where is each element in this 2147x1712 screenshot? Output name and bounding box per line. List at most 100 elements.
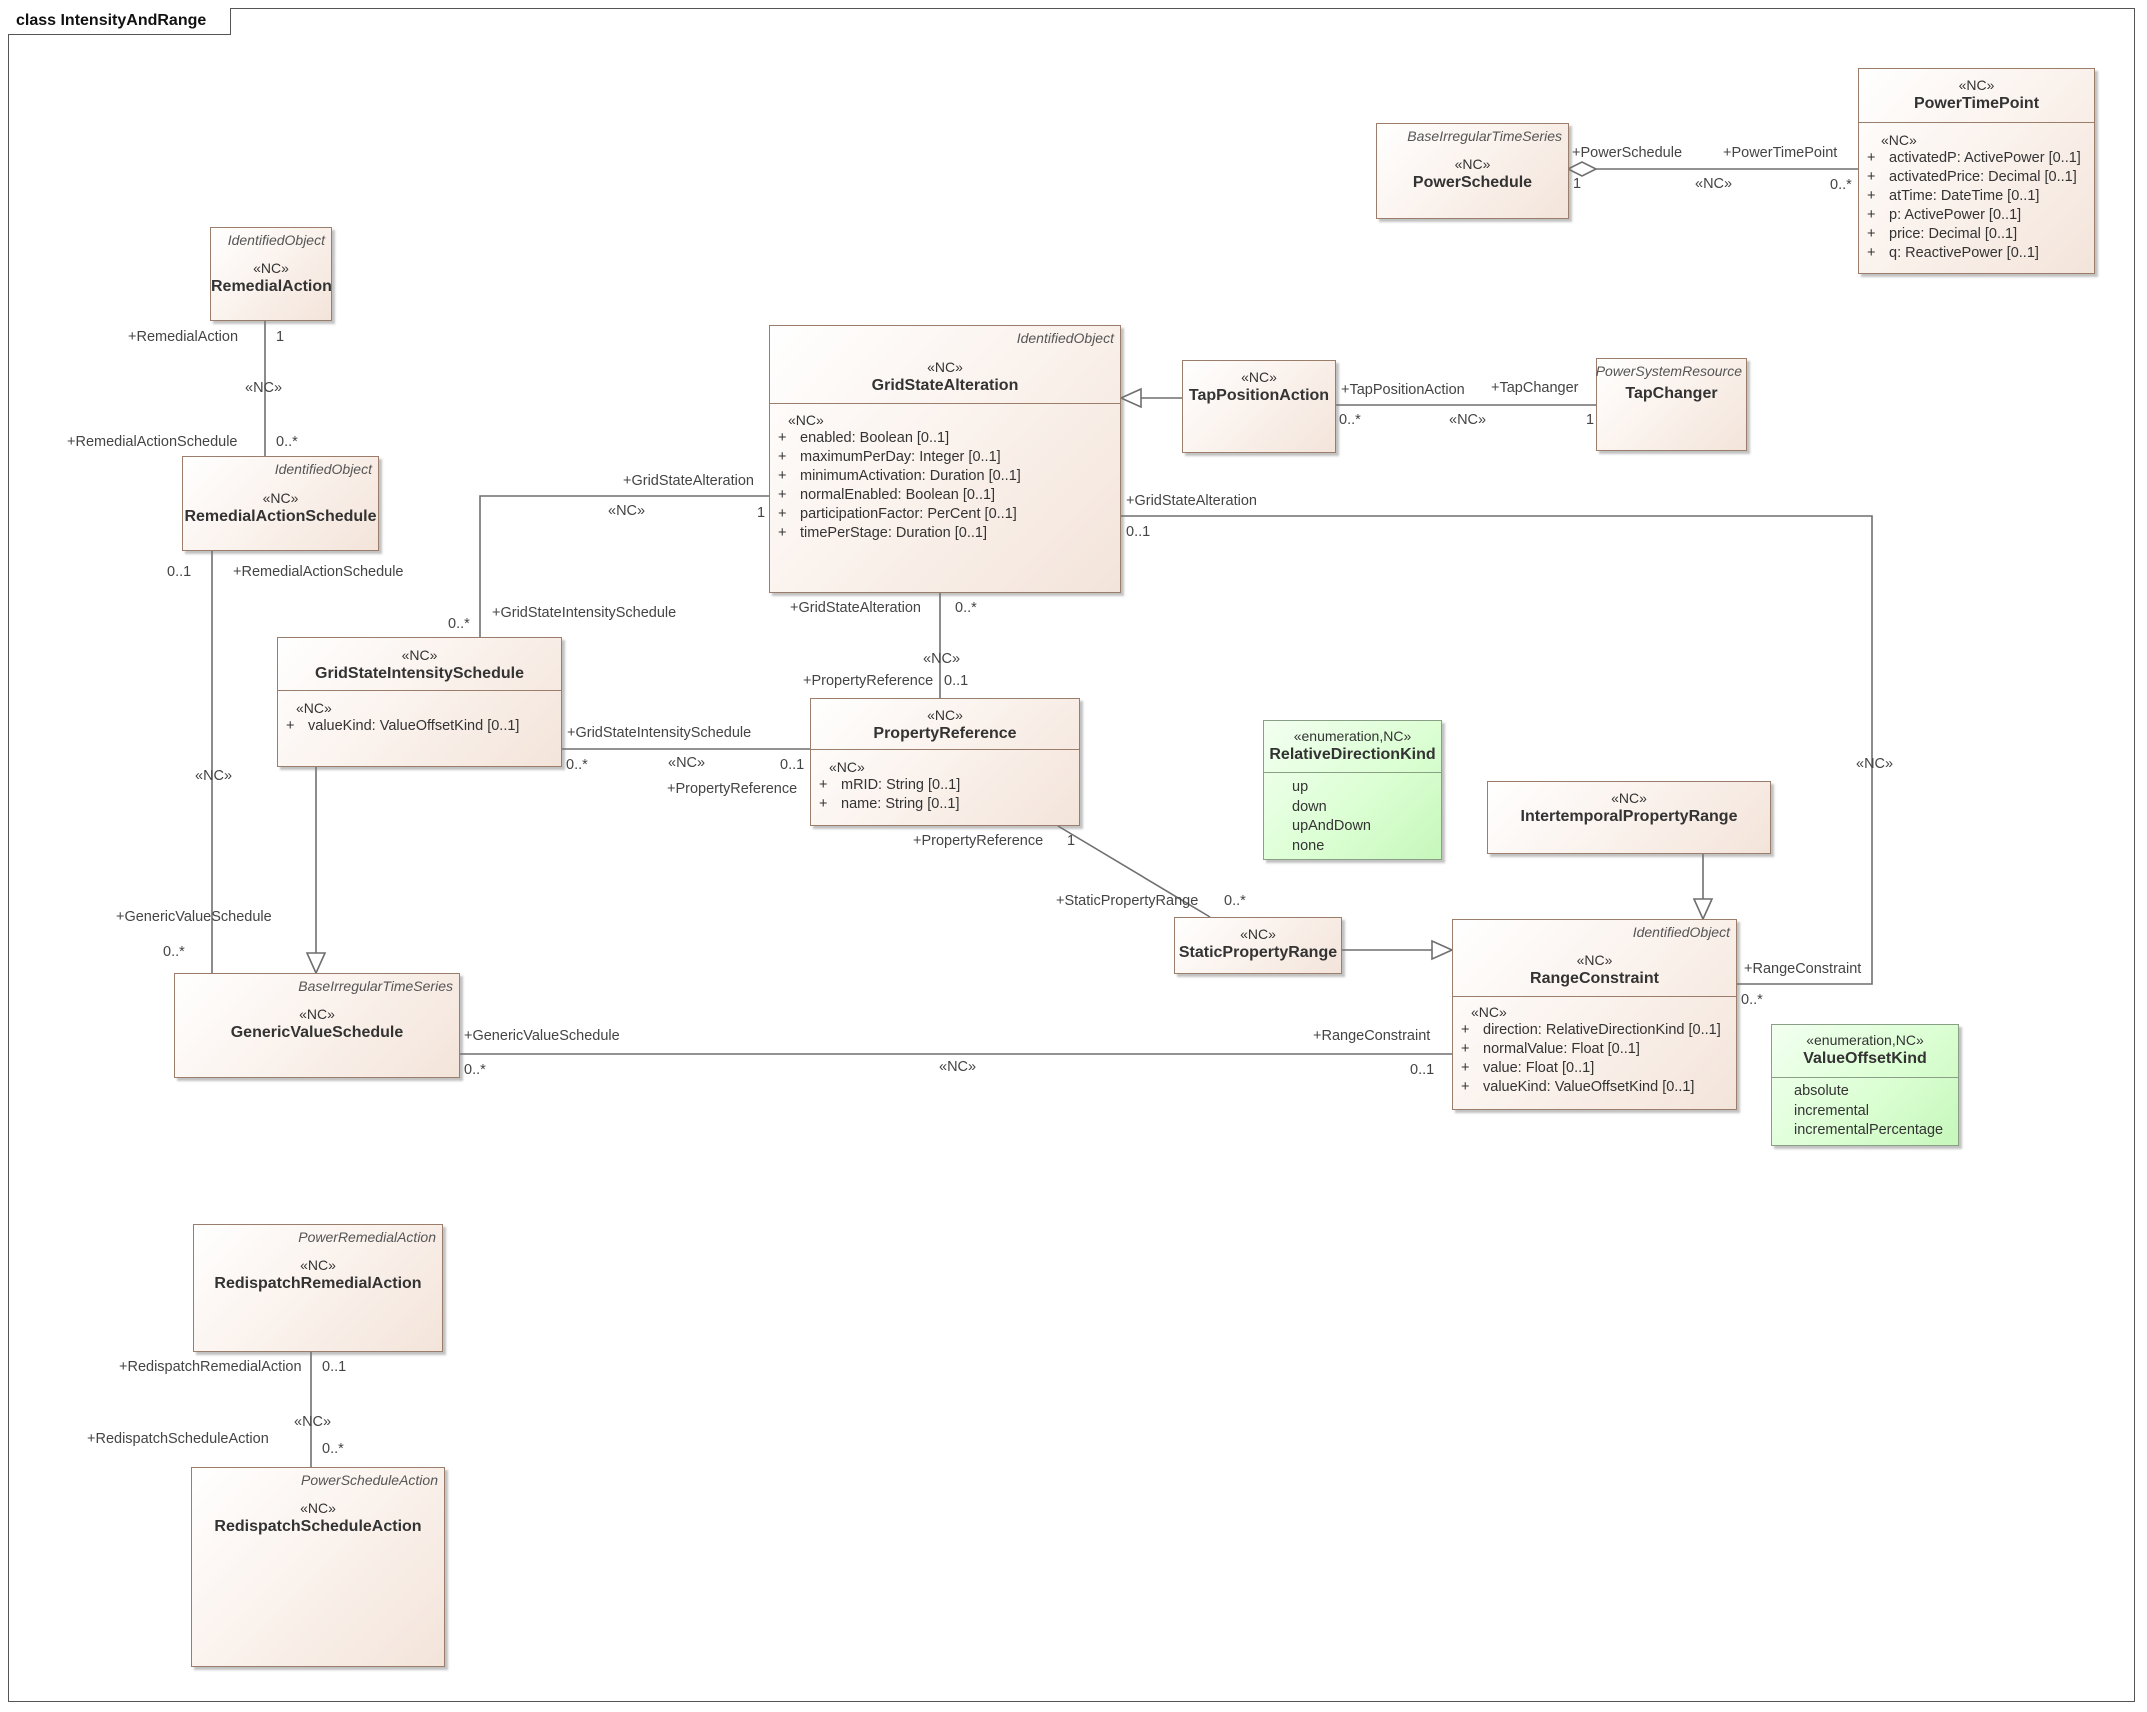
assoc-gsa-rangeconstraint [1121, 515, 1873, 985]
class-name: TapChanger [1625, 385, 1718, 402]
literal-list: up down upAndDown none [1268, 778, 1437, 856]
class-name: TapPositionAction [1188, 387, 1330, 404]
class-name: GenericValueSchedule [230, 1024, 404, 1041]
multiplicity-label: 0..* [448, 616, 470, 632]
class-name: RangeConstraint [1530, 970, 1659, 987]
generalization-arrow-rc-top [1692, 898, 1714, 921]
class-name: RedispatchScheduleAction [214, 1518, 422, 1535]
class-static-property-range[interactable]: «NC» StaticPropertyRange [1174, 917, 1342, 974]
class-remedial-action[interactable]: IdentifiedObject «NC» RemedialAction [210, 227, 332, 321]
role-label: +GridStateIntensitySchedule [492, 605, 677, 621]
stereotype: «NC» [300, 1500, 336, 1516]
enum-relative-direction-kind[interactable]: «enumeration,NC» RelativeDirectionKind u… [1263, 720, 1442, 860]
role-label: +GridStateAlteration [790, 600, 921, 616]
attribute-stereotype: «NC» [1881, 132, 1917, 148]
attribute-stereotype: «NC» [1471, 1004, 1507, 1020]
multiplicity-label: 0..* [566, 757, 588, 773]
multiplicity-label: 1 [1573, 176, 1582, 192]
attribute: +enabled: Boolean [0..1] [778, 430, 950, 446]
class-tap-position-action[interactable]: «NC» TapPositionAction [1182, 360, 1336, 453]
attribute: +value: Float [0..1] [1461, 1060, 1595, 1076]
multiplicity-label: 0..* [276, 434, 298, 450]
multiplicity-label: 0..* [1224, 893, 1246, 909]
multiplicity-label: 0..* [955, 600, 977, 616]
stereotype: «NC» [927, 359, 963, 375]
diagram-frame-label: class IntensityAndRange [8, 8, 232, 35]
attribute: +price: Decimal [0..1] [1867, 226, 2018, 242]
attribute-list: «NC» +direction: RelativeDirectionKind [… [1461, 1004, 1732, 1097]
class-redispatch-schedule-action[interactable]: PowerScheduleAction «NC» RedispatchSched… [191, 1467, 445, 1667]
stereotype-label: «NC» [294, 1414, 332, 1430]
stereotype: «NC» [1240, 926, 1276, 942]
stereotype-label: «NC» [195, 768, 233, 784]
class-name: GridStateAlteration [871, 377, 1019, 394]
class-tap-changer[interactable]: PowerSystemResource TapChanger [1596, 358, 1747, 451]
class-name: RelativeDirectionKind [1269, 746, 1436, 763]
role-label: +RemedialActionSchedule [233, 564, 404, 580]
role-label: +RangeConstraint [1744, 961, 1862, 977]
multiplicity-label: 1 [276, 329, 285, 345]
multiplicity-label: 1 [1067, 833, 1076, 849]
stereotype: «NC» [1454, 156, 1491, 172]
compartment-separator [811, 749, 1079, 750]
multiplicity-label: 0..* [163, 944, 185, 960]
enum-value-offset-kind[interactable]: «enumeration,NC» ValueOffsetKind absolut… [1771, 1024, 1959, 1146]
compartment-separator [1859, 122, 2094, 123]
enum-literal: none [1292, 837, 1325, 854]
attribute-list: «NC» +activatedP: ActivePower [0..1] +ac… [1867, 132, 2090, 263]
stereotype: «NC» [927, 707, 963, 723]
attribute-stereotype: «NC» [296, 700, 332, 716]
class-redispatch-remedial-action[interactable]: PowerRemedialAction «NC» RedispatchRemed… [193, 1224, 443, 1352]
stereotype: «NC» [401, 647, 438, 663]
attribute: +valueKind: ValueOffsetKind [0..1] [286, 718, 520, 734]
class-name: RemedialAction [211, 278, 332, 295]
role-label: +StaticPropertyRange [1056, 893, 1199, 909]
multiplicity-label: 0..* [464, 1062, 486, 1078]
attribute: +name: String [0..1] [819, 796, 960, 812]
class-property-reference[interactable]: «NC» PropertyReference «NC» +mRID: Strin… [810, 698, 1080, 826]
stereotype-label: «NC» [1695, 176, 1733, 192]
role-label: +PropertyReference [803, 673, 934, 689]
class-remedial-action-schedule[interactable]: IdentifiedObject «NC» RemedialActionSche… [182, 456, 379, 551]
attribute-list: «NC» +mRID: String [0..1] +name: String … [819, 759, 1075, 814]
stereotype: «NC» [1241, 369, 1277, 385]
stereotype: «NC» [299, 1006, 335, 1022]
role-label: +TapPositionAction [1341, 382, 1465, 398]
class-range-constraint[interactable]: IdentifiedObject «NC» RangeConstraint «N… [1452, 919, 1737, 1110]
role-label: +RedispatchRemedialAction [119, 1359, 302, 1375]
enum-literal: up [1292, 779, 1309, 795]
role-label: +GridStateIntensitySchedule [567, 725, 752, 741]
compartment-separator [1772, 1077, 1958, 1078]
stereotype: «NC» [253, 260, 289, 276]
stereotype: «NC» [1958, 77, 1995, 93]
multiplicity-label: 1 [1586, 412, 1595, 428]
role-label: +RemedialAction [128, 329, 239, 345]
class-power-schedule[interactable]: BaseIrregularTimeSeries «NC» PowerSchedu… [1376, 123, 1569, 219]
role-label: +GenericValueSchedule [116, 909, 272, 925]
multiplicity-label: 0..1 [1410, 1062, 1435, 1078]
class-name: IntertemporalPropertyRange [1520, 808, 1738, 825]
class-intertemporal-property-range[interactable]: «NC» IntertemporalPropertyRange [1487, 781, 1771, 854]
role-label: +GenericValueSchedule [464, 1028, 620, 1044]
stereotype: «enumeration,NC» [1293, 728, 1412, 744]
multiplicity-label: 0..1 [1126, 524, 1151, 540]
class-grid-state-alteration[interactable]: IdentifiedObject «NC» GridStateAlteratio… [769, 325, 1121, 593]
class-name: ValueOffsetKind [1803, 1050, 1927, 1067]
parent-name: IdentifiedObject [1016, 330, 1114, 346]
generalization-arrow-gsa [1119, 387, 1142, 409]
attribute-list: «NC» +valueKind: ValueOffsetKind [0..1] [286, 700, 557, 736]
class-power-time-point[interactable]: «NC» PowerTimePoint «NC» +activatedP: Ac… [1858, 68, 2095, 274]
class-generic-value-schedule[interactable]: BaseIrregularTimeSeries «NC» GenericValu… [174, 973, 460, 1078]
compartment-separator [1453, 996, 1736, 997]
role-label: +GridStateAlteration [1126, 493, 1257, 509]
multiplicity-label: 0..1 [167, 564, 192, 580]
enum-literal: down [1292, 798, 1327, 815]
class-grid-state-intensity-schedule[interactable]: «NC» GridStateIntensitySchedule «NC» +va… [277, 637, 562, 767]
parent-name: PowerRemedialAction [298, 1229, 436, 1245]
role-label: +TapChanger [1491, 380, 1579, 396]
attribute: +atTime: DateTime [0..1] [1867, 188, 2040, 204]
stereotype: «enumeration,NC» [1806, 1032, 1924, 1048]
generalization-arrow-rc-left [1431, 939, 1454, 961]
attribute-stereotype: «NC» [788, 412, 824, 428]
enum-literal: incremental [1794, 1102, 1869, 1119]
